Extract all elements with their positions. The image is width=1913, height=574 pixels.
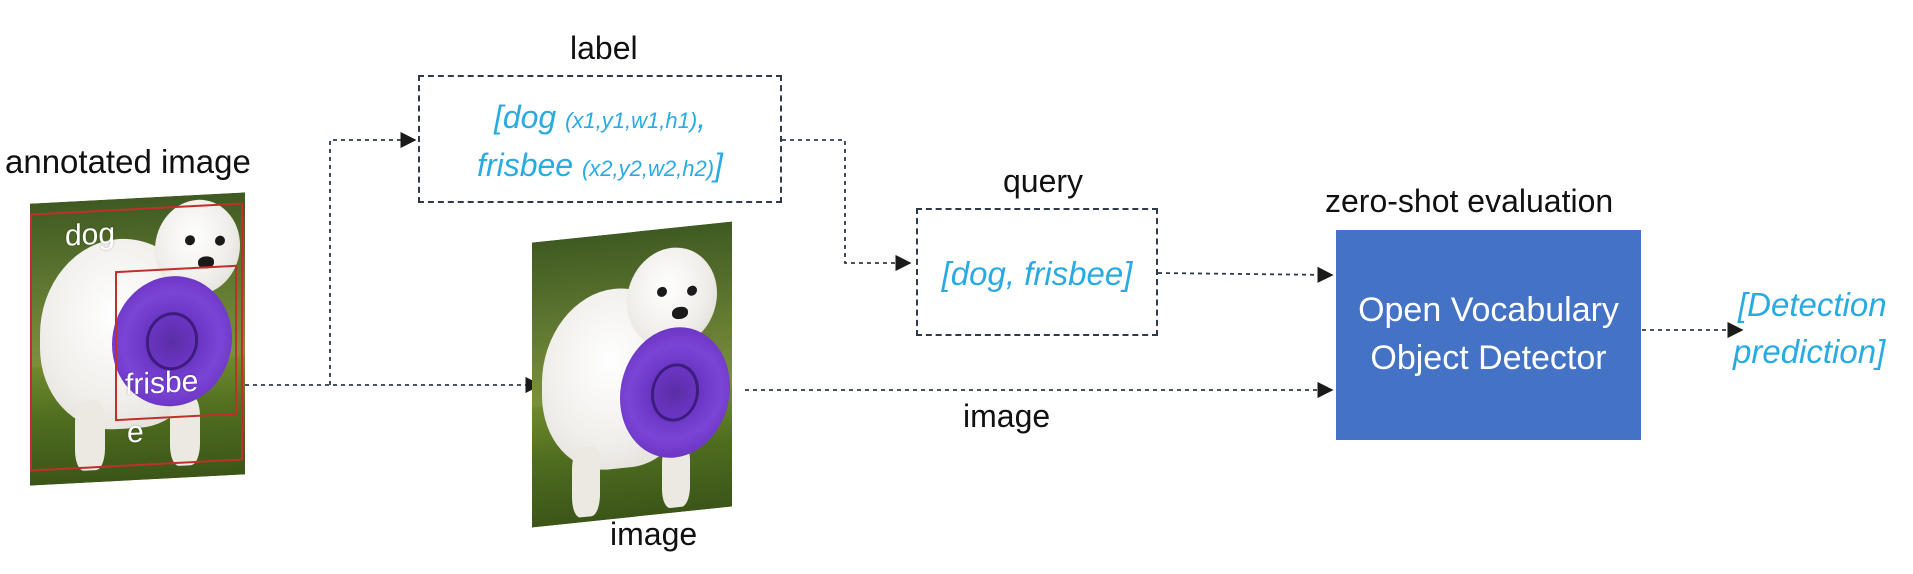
label-dog-class: [dog [493, 99, 557, 135]
frisbee-box-label-wrap: e [127, 415, 144, 450]
frisbee-box-label: frisbe [125, 364, 199, 402]
image-arrow-caption: image [963, 398, 1051, 434]
label-title: label [570, 30, 638, 66]
output-line-1: [Detection [1738, 286, 1887, 323]
label-dog-coords: (x1,y1,w1,h1) [565, 108, 698, 133]
label-frisbee-class: frisbee [477, 147, 574, 183]
input-image [532, 221, 732, 528]
query-text: [dog, frisbee] [941, 255, 1133, 292]
output-line-2: prediction] [1733, 333, 1886, 370]
arrow-label-to-query [782, 139, 912, 272]
arrow-query-to-detector [1157, 266, 1334, 283]
annotated-image: dog frisbe e [30, 192, 245, 486]
zero-shot-title: zero-shot evaluation [1325, 183, 1614, 219]
detector-line-2: Object Detector [1370, 339, 1607, 377]
arrow-annotated-to-label [329, 131, 417, 385]
label-line2-bracket: ] [714, 147, 723, 183]
query-title: query [1003, 163, 1084, 199]
detector-line-1: Open Vocabulary [1358, 291, 1619, 330]
query-box: [dog, frisbee] [916, 208, 1158, 336]
label-box: [dog (x1,y1,w1,h1), frisbee (x2,y2,w2,h2… [418, 75, 782, 203]
dog-box-label: dog [65, 217, 116, 253]
open-vocabulary-detector-box: Open Vocabulary Object Detector [1336, 230, 1641, 440]
label-frisbee-coords: (x2,y2,w2,h2) [581, 156, 715, 181]
image-caption-below: image [610, 516, 698, 552]
label-line-1: [dog (x1,y1,w1,h1), [420, 99, 780, 136]
label-line1-comma: , [697, 99, 707, 135]
label-line-2: frisbee (x2,y2,w2,h2)] [420, 147, 780, 184]
annotated-image-title: annotated image [5, 143, 251, 180]
